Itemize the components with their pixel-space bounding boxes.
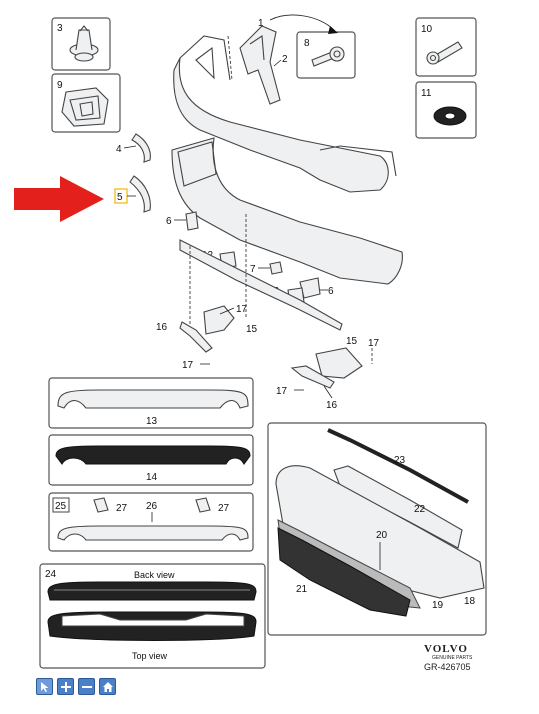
panel-part-25[interactable]: 25 27 26 27 [48, 492, 254, 552]
lead-17a [219, 307, 235, 315]
callout-6a: 6 [166, 216, 172, 227]
highlight-arrow [14, 176, 104, 222]
home-button[interactable] [99, 678, 116, 695]
box-part-8[interactable]: 8 [296, 31, 356, 79]
callout-26: 26 [146, 501, 158, 512]
clip-part-6a[interactable] [185, 211, 199, 231]
callout-16a: 16 [156, 322, 168, 333]
callout-23: 23 [394, 455, 406, 466]
bolt-icon [311, 46, 345, 67]
trim-part-4[interactable] [131, 133, 151, 163]
callout-9: 9 [57, 80, 63, 91]
arrow-curve-1 [269, 14, 335, 31]
callout-15b: 15 [346, 336, 358, 347]
callout-27a: 27 [116, 503, 128, 514]
select-tool-button[interactable] [36, 678, 53, 695]
callout-5: 5 [117, 192, 123, 203]
lead-4 [123, 145, 137, 149]
box-part-10[interactable]: 10 [415, 17, 477, 77]
callout-25: 25 [55, 501, 67, 512]
lead-16b [323, 385, 333, 399]
callout-11: 11 [421, 88, 432, 99]
zoom-in-icon [60, 681, 71, 692]
panel-part-13[interactable]: 13 [48, 377, 254, 429]
viewer-toolbar [36, 678, 116, 695]
zoom-out-button[interactable] [78, 678, 95, 695]
callout-7: 7 [250, 264, 256, 275]
callout-18: 18 [464, 596, 476, 607]
strip-part-23 [327, 428, 469, 504]
lower-strip[interactable] [179, 239, 343, 331]
select-icon [40, 681, 48, 692]
callout-4: 4 [116, 144, 122, 155]
box-part-3[interactable]: 3 [51, 17, 111, 71]
box-part-9[interactable]: 9 [51, 73, 121, 133]
panel-parts-18-23[interactable]: 23 22 20 21 19 18 [267, 422, 487, 636]
bracket-part-16b[interactable] [290, 365, 335, 389]
bracket-clip-icon [61, 87, 109, 127]
callout-19: 19 [432, 600, 444, 611]
callout-27b: 27 [218, 503, 230, 514]
callout-6b: 6 [328, 286, 334, 297]
callout-17b: 17 [182, 360, 194, 371]
bracket-part-15b[interactable] [315, 347, 363, 379]
lead-dash-1 [227, 35, 233, 81]
washer-icon [433, 106, 467, 126]
callout-16b: 16 [326, 400, 338, 411]
clip-part-7[interactable] [269, 261, 283, 275]
callout-10: 10 [421, 24, 433, 35]
screw-icon [426, 41, 463, 65]
panel-part-24[interactable]: 24 Back view Top view [39, 563, 266, 669]
clip-fastener-icon [69, 25, 99, 62]
callout-14: 14 [146, 472, 158, 483]
back-view-label: Back view [134, 570, 175, 580]
box-part-11[interactable]: 11 [415, 81, 477, 139]
volvo-logo: VOLVO [424, 643, 468, 655]
top-view-label: Top view [132, 651, 168, 661]
bracket-part-15a[interactable] [203, 305, 235, 335]
callout-3: 3 [57, 23, 63, 34]
genuine-parts-tagline: GENUINE PARTS [432, 655, 473, 661]
diagram-reference: GR-426705 [424, 662, 471, 672]
callout-20: 20 [376, 530, 388, 541]
callout-13: 13 [146, 416, 158, 427]
callout-24: 24 [45, 569, 57, 580]
callout-21: 21 [296, 584, 308, 595]
lead-2 [273, 59, 282, 67]
diffuser-part-21 [277, 527, 411, 617]
home-icon [102, 681, 113, 692]
arrow-head-1 [328, 26, 338, 34]
trim-part-5[interactable] [129, 175, 151, 213]
panel-part-14[interactable]: 14 [48, 434, 254, 486]
callout-22: 22 [414, 504, 426, 515]
callout-1: 1 [258, 18, 264, 29]
bumper-cover-upper[interactable] [173, 35, 397, 193]
callout-15a: 15 [246, 324, 258, 335]
bumper-lower[interactable] [171, 137, 403, 285]
callout-17d: 17 [276, 386, 288, 397]
callout-17c: 17 [368, 338, 380, 349]
bracket-part-1[interactable] [239, 25, 281, 105]
callout-8: 8 [304, 38, 310, 49]
callout-2: 2 [282, 54, 288, 65]
zoom-out-icon [81, 685, 92, 688]
callout-17a: 17 [236, 304, 248, 315]
zoom-in-button[interactable] [57, 678, 74, 695]
bracket-part-16a[interactable] [179, 321, 213, 353]
